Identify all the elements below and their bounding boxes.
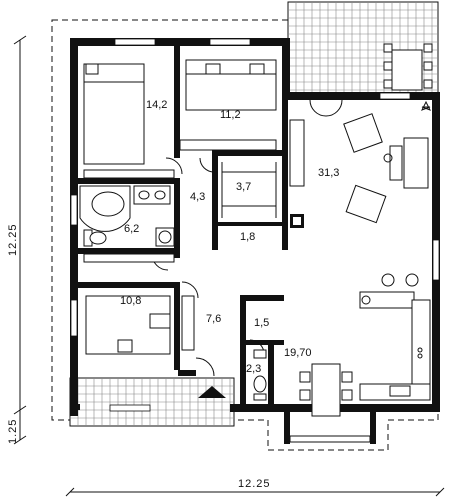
fireplace (290, 214, 304, 228)
dimension-left-terrace: 1.25 (7, 419, 19, 444)
room-area-kitchen: 19,70 (284, 347, 312, 359)
bathtub (79, 185, 131, 232)
room-area-pantry: 1,5 (254, 317, 269, 329)
room-area-bedroom-1: 14,2 (146, 99, 167, 111)
bed-3 (83, 253, 175, 355)
dimension-bottom-total: 12.25 (238, 478, 271, 490)
kitchen-counter (359, 273, 431, 401)
room-area-closet: 3,7 (236, 181, 251, 193)
terrace-bottom (69, 377, 235, 427)
living-furniture (289, 100, 432, 224)
bed-2 (179, 59, 277, 151)
closet-shelves (221, 162, 277, 218)
room-area-wc: 2,3 (246, 363, 261, 375)
windows (70, 38, 440, 412)
interior-walls (78, 42, 288, 410)
room-area-corridor: 7,6 (206, 313, 221, 325)
outdoor-table (383, 43, 433, 91)
room-area-hall: 4,3 (190, 191, 205, 203)
bed-1 (83, 63, 175, 179)
room-area-living: 31,3 (318, 167, 339, 179)
dimension-bottom: 12.25 (65, 478, 445, 497)
entrance-arrow (198, 386, 226, 398)
toilet-1 (83, 229, 107, 247)
wardrobe-3 (181, 295, 195, 351)
room-area-bedroom-3: 10,8 (120, 295, 141, 307)
sink (133, 185, 171, 205)
dimension-left: 12.25 1.25 (7, 35, 27, 445)
room-area-storage: 1,8 (240, 231, 255, 243)
bay-window (284, 408, 376, 444)
room-area-bathroom: 6,2 (124, 223, 139, 235)
dimension-left-total: 12.25 (7, 223, 19, 256)
room-area-bedroom-2: 11,2 (220, 109, 241, 121)
dining-table (299, 363, 353, 417)
washer (155, 227, 175, 247)
toilet-2 (253, 349, 267, 401)
